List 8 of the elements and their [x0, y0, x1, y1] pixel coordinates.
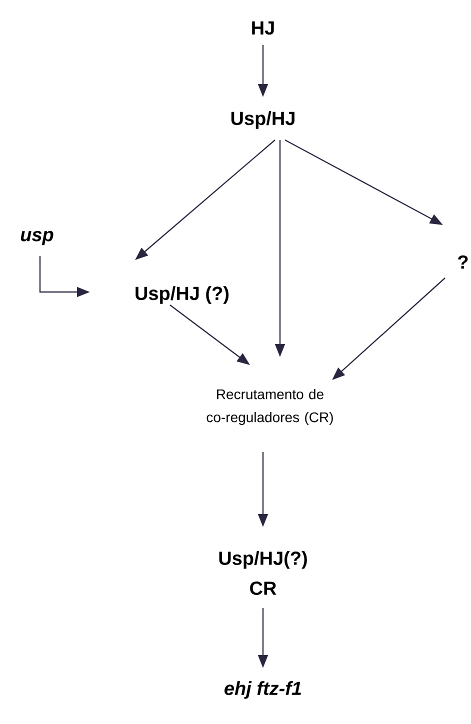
- gene-label: usp: [20, 230, 54, 246]
- complex-label: HJ: [252, 21, 274, 35]
- process-text: Recrutamento de co-reguladores (CR): [206, 388, 333, 426]
- complex-label: Usp/HJ (?): [136, 286, 229, 304]
- complex-label: ?: [458, 255, 468, 269]
- gene-label: ehj ftz-f1: [224, 681, 301, 699]
- complex-label: Usp/HJ: [231, 111, 294, 129]
- complex-label: Usp/HJ(?) CR: [219, 551, 307, 595]
